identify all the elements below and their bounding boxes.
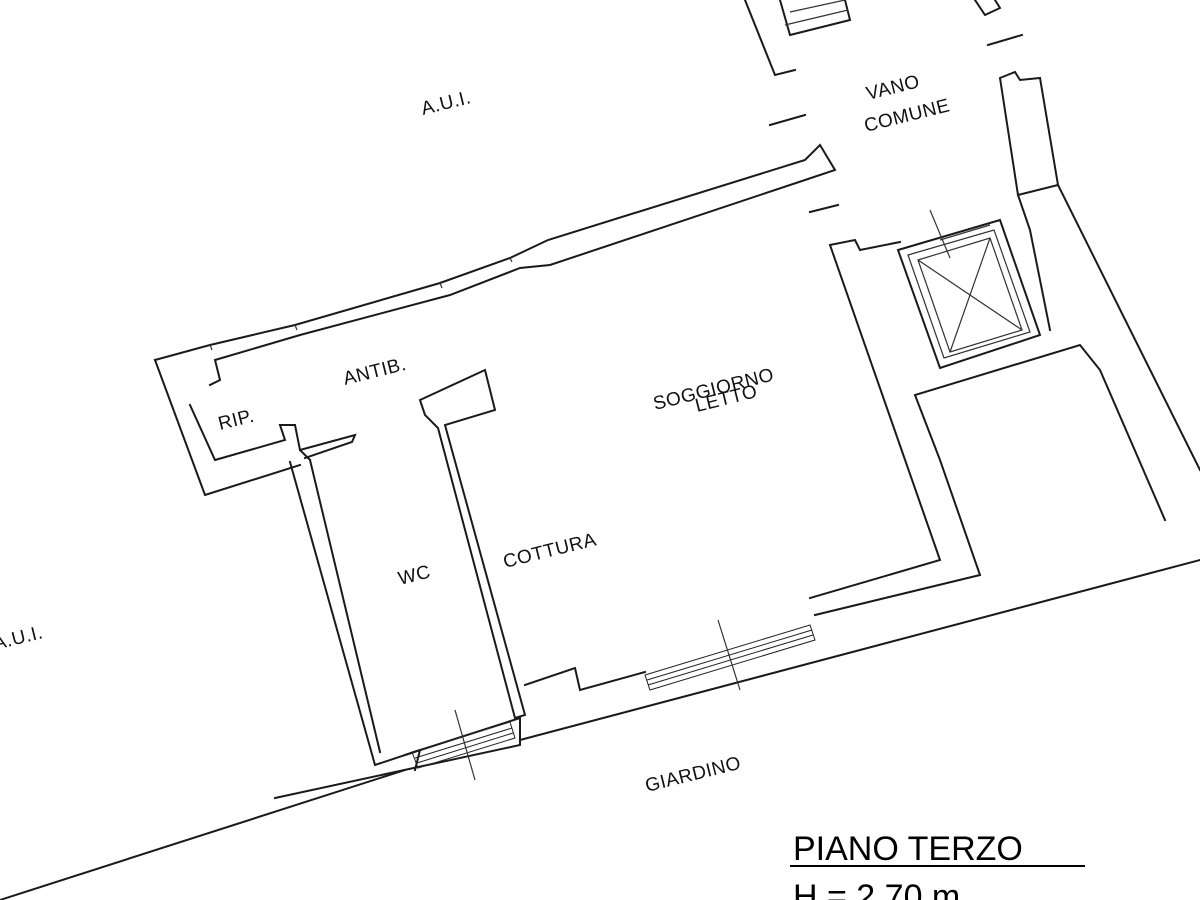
label-giardino: GIARDINO <box>643 753 743 797</box>
lift-shaft <box>896 209 1042 370</box>
upper-structures <box>743 0 1002 77</box>
label-aui-top: A.U.I. <box>419 87 473 120</box>
label-wc: WC <box>396 562 433 590</box>
floor-title: PIANO TERZO <box>793 830 1023 868</box>
label-rip: RIP. <box>216 406 257 435</box>
window-wc <box>411 709 516 781</box>
vano-comune-walls <box>768 33 1200 472</box>
label-vano: VANO <box>864 71 922 105</box>
label-cottura: COTTURA <box>501 529 599 572</box>
room-labels: A.U.I. A.U.I. VANO COMUNE ANTIB. RIP. SO… <box>0 71 952 797</box>
title-block: PIANO TERZO H = 2,70 m <box>790 830 1085 900</box>
apartment-walls <box>0 238 1200 900</box>
corridor-top-wall <box>153 143 837 387</box>
window-soggiorno <box>644 619 816 691</box>
floor-height: H = 2,70 m <box>793 878 960 900</box>
label-antib: ANTIB. <box>341 354 408 390</box>
label-aui-left: A.U.I. <box>0 622 45 655</box>
